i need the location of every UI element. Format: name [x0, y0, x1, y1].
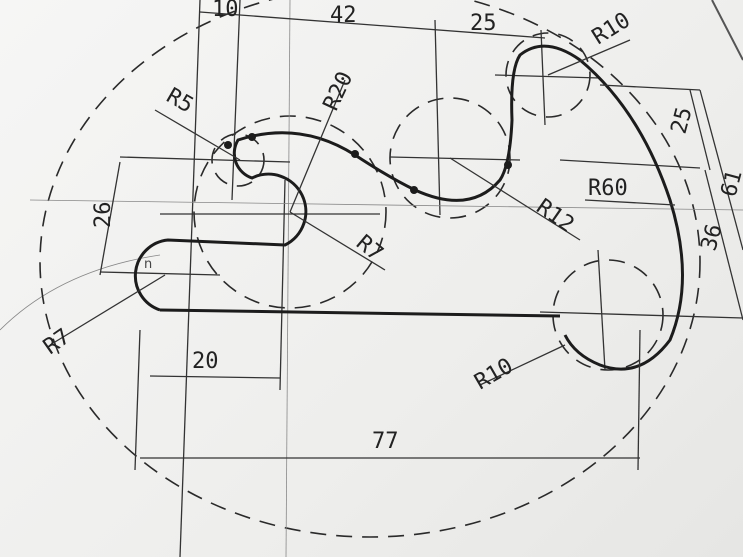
r12-dashed-circle	[389, 97, 511, 219]
dim-42: 42	[330, 3, 357, 28]
dim-20: 20	[192, 349, 219, 374]
r60-label: R60	[588, 176, 628, 201]
center-lines	[29, 0, 743, 557]
dim-10: 10	[212, 0, 239, 22]
faint-pencil-arc	[0, 254, 161, 331]
dim-36: 36	[697, 221, 728, 253]
dimension-lines	[49, 11, 743, 471]
r20-label: R20	[319, 68, 358, 115]
dim-77: 77	[372, 429, 399, 454]
paper-edge	[711, 0, 743, 61]
r12-label: R12	[532, 194, 579, 237]
r7-center-label: R7	[351, 230, 387, 266]
r5-label: R5	[162, 84, 197, 119]
r10-bottom-label: R10	[471, 354, 518, 396]
outer-dashed-circle	[39, 0, 701, 538]
r20-dashed-circle	[193, 115, 387, 309]
dim-26: 26	[91, 202, 116, 229]
dim-61: 61	[717, 167, 743, 199]
dim-25-top: 25	[470, 11, 497, 36]
dim-25-right: 25	[667, 104, 698, 136]
r10-top-label: R10	[588, 8, 635, 50]
pencil-mark: n	[144, 257, 152, 272]
r7-left-label: R7	[39, 324, 75, 360]
